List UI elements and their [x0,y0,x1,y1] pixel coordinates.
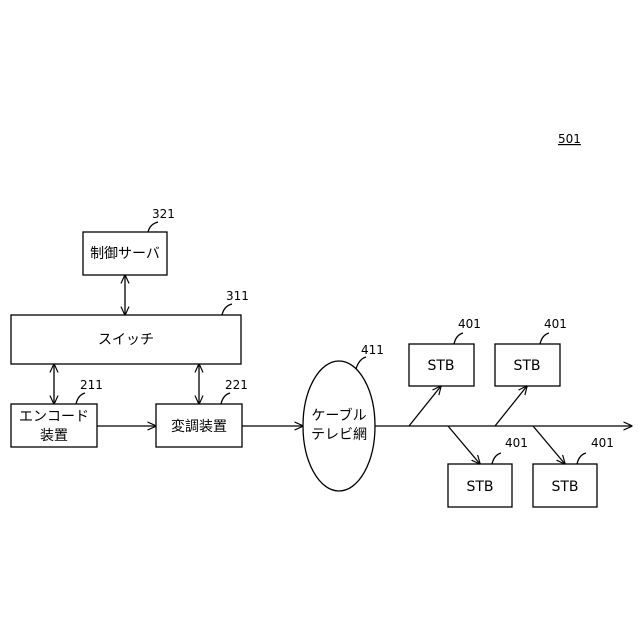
encoder-label-line1: エンコード [19,409,89,425]
branch-to-stb-bottom-left [448,426,480,464]
stb-top-left-ref: 401 [458,317,481,331]
stb-top-right-node: STB 401 [495,317,567,386]
stb-bottom-left-label: STB [466,479,493,495]
stb-top-left-leader [454,333,463,344]
stb-bottom-left-ref: 401 [505,436,528,450]
stb-bottom-left-leader [492,453,501,464]
control-server-leader [148,222,158,232]
control-server-node: 制御サーバ 321 [83,207,175,275]
switch-ref: 311 [226,289,249,303]
stb-top-right-leader [540,333,549,344]
stb-top-left-label: STB [427,358,454,374]
stb-bottom-right-leader [577,453,586,464]
cable-network-node: ケーブル テレビ網 411 [303,343,384,491]
switch-node: スイッチ 311 [11,289,249,364]
stb-bottom-right-label: STB [551,479,578,495]
encoder-node: エンコード 装置 211 [11,378,103,447]
cable-network-label-line1: ケーブル [311,407,366,424]
switch-label: スイッチ [98,332,154,348]
modulator-ref: 221 [225,378,248,392]
control-server-ref: 321 [152,207,175,221]
modulator-label: 変調装置 [171,418,227,435]
cable-network-leader [356,357,366,369]
modulator-leader [221,393,230,404]
cable-network-ref: 411 [361,343,384,357]
control-server-label: 制御サーバ [90,246,160,262]
encoder-ref: 211 [80,378,103,392]
stb-top-left-node: STB 401 [409,317,481,386]
cable-network-label-line2: テレビ網 [311,427,367,443]
stb-top-right-ref: 401 [544,317,567,331]
stb-bottom-right-node: STB 401 [533,436,614,507]
modulator-node: 変調装置 221 [156,378,248,447]
stb-bottom-left-node: STB 401 [448,436,528,507]
switch-leader [222,304,232,315]
encoder-label-line2: 装置 [40,428,68,444]
figure-number: 501 [558,132,581,146]
branch-to-stb-top-right [495,386,527,426]
stb-top-right-label: STB [513,358,540,374]
encoder-leader [76,393,85,404]
stb-bottom-right-ref: 401 [591,436,614,450]
branch-to-stb-bottom-right [533,426,565,464]
branch-to-stb-top-left [409,386,441,426]
